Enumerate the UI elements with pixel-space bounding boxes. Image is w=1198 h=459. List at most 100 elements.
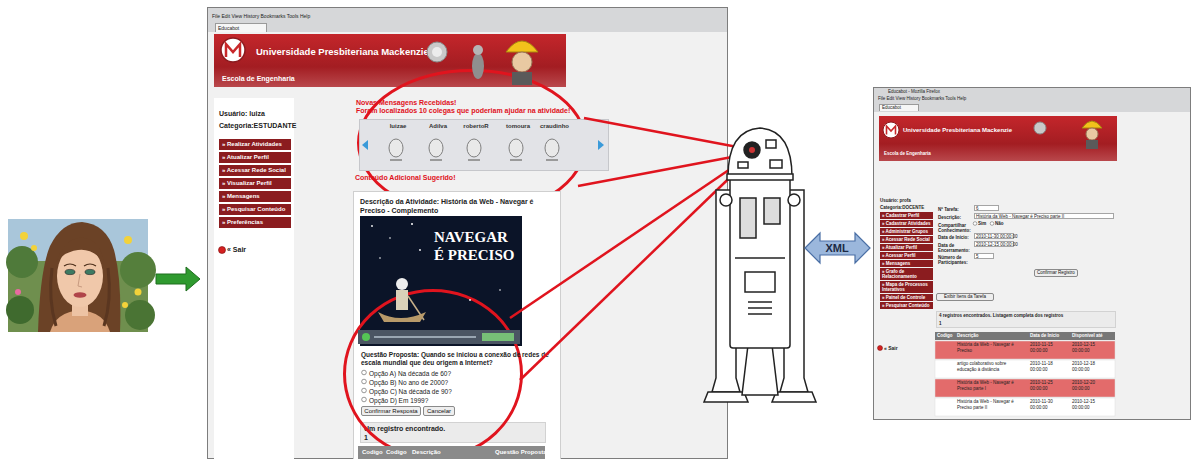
video-art [419,249,421,251]
colleague-avatars [389,139,403,157]
sair-icon [219,247,883,351]
avatar-portrait [84,264,96,266]
table-cell: 2010-11-18 00:00:00 [1030,361,1068,372]
xml-double-arrow [805,233,870,263]
form-button: Cancelar [423,406,455,416]
node-text: Opção B) No ano de 2000? [369,379,519,387]
menu-button: » Pesquisar Conteúdo [880,302,933,309]
table-shading [935,398,1115,416]
robot-illustration [738,162,748,168]
menu-button: » Acessar Perfil [880,252,933,259]
node-text: Educabot [882,105,916,111]
video-art [411,223,413,225]
node-text: robertoR [456,123,496,130]
node-text: Data de Encerramento: [938,243,972,253]
robot-illustration [748,307,772,309]
node-text: » Realizar Atividades [222,141,288,149]
node-text: História da Web - Navegar é Preciso part… [976,214,1112,219]
robot-illustration [720,194,732,206]
node-text: Exibir Itens da Tarefa [937,294,993,300]
node-text: Um registro encontrado. [364,425,544,434]
node-text: » Grafo de Relacionamento [882,269,931,279]
avatar-portrait [51,268,56,326]
table-cell: 2010-11-25 00:00:00 [1030,380,1068,391]
radio-buttons [362,397,367,402]
node-text: 6 [976,206,997,211]
node-text: » Mapa de Processos Interativos [882,282,931,292]
node-text: Opção A) Na década de 60? [369,370,519,378]
menu-button: » Pesquisar Conteúdo [219,204,291,216]
table-header: Codigo [386,448,416,456]
highlight-leader-lines [510,118,748,380]
avatar-portrait [65,269,75,274]
avatar-portrait [74,292,87,298]
form-button: Exibir Itens da Tarefa [936,293,994,301]
colleague-carousel: luizaeAdilvarobertoRtomouracraudinho [359,119,609,171]
browser-tab: Educabot [879,104,919,111]
table-cell: 2010-11-15 00:00:00 [1030,342,1068,353]
sair-icon [878,346,883,351]
records-box: 4 registros encontrados. Listagem comple… [936,311,1116,328]
node-text: luizae [378,123,418,130]
colleague-avatars [390,159,558,161]
node-text: Confirmar Registro [1035,270,1077,276]
table-cell: 2010-12-15 00:00:00 [1072,399,1110,410]
node-text: Universidade Presbiteriana Mackenzie [903,127,1083,134]
robot-illustration [742,345,778,395]
robot-illustration [764,198,780,224]
menu-button: » Preferências [219,217,291,229]
node-text: Categoria:ESTUDANTE [219,122,294,130]
table-cell: 2010-12-20 00:00:00 [1072,380,1110,391]
avatar-portrait [20,232,28,240]
avatar-portrait [57,245,103,307]
avatar-portrait [120,252,156,288]
avatar-portrait [6,219,156,332]
node-text: craudinho [534,123,575,130]
video-art [358,223,520,344]
radio-buttons [362,379,367,384]
browser-window: File Edit View History Bookmarks Tools H… [207,7,728,459]
video-player: NAVEGAR É PRECISO [360,216,522,346]
node-text: Novas Mensagens Recebidas! [356,99,616,107]
robot-illustration [728,128,792,177]
node-text: 5 [976,254,992,259]
colleague-avatars [545,139,559,157]
menu-button: » Cadastrar Perfil [880,212,933,219]
input-field: 2010-11-30 00:00:00 [974,233,1014,239]
robot-illustration [788,194,800,206]
avatar-portrait [104,268,109,326]
robot-illustration [780,190,808,392]
table-cell: 2010-12-15 00:00:00 [1072,342,1110,353]
node-text: 4 registros encontrados. Listagem comple… [939,313,1115,318]
node-text: 2010-11-30 00:00:00 [976,234,1012,239]
table-header: Descrição [957,333,1017,339]
menu-button: » Mensagens [880,260,933,267]
mascot-figures [427,42,447,62]
robot-illustration [745,272,775,292]
mascot-figures [472,53,484,79]
radio-label: Não [995,221,1010,226]
robot-illustration [704,128,816,402]
colleague-avatars [598,140,604,150]
robot-illustration [748,301,772,303]
exit-link: « Sair [227,246,267,254]
table-shading [935,379,1115,397]
highlight-ellipse-shape [345,291,522,458]
site-banner: Universidade Presbiteriana MackenzieEsco… [879,116,1117,161]
menu-button: » Acessar Rede Social [219,165,291,177]
activity-panel: Descrição da Atividade: História da Web … [353,191,561,459]
highlight-ellipse: Questão Proposta: Quando se iniciou a co… [343,289,523,459]
mascot-figures [473,45,483,55]
menu-button: » Mapa de Processos Interativos [880,281,933,293]
robot-illustration [766,140,776,148]
browser-tab: Educabot [215,23,267,32]
node-text: » Pesquisar Conteúdo [222,206,288,214]
avatar-portrait [31,245,37,251]
xml-double-arrow [805,233,870,263]
node-text: Questão Proposta: Quando se iniciou a co… [361,351,556,367]
input-field: 5 [974,253,994,259]
robot-illustration [735,257,785,259]
video-art [408,296,424,320]
input-field: 6 [974,205,999,211]
radio-buttons [990,222,994,226]
